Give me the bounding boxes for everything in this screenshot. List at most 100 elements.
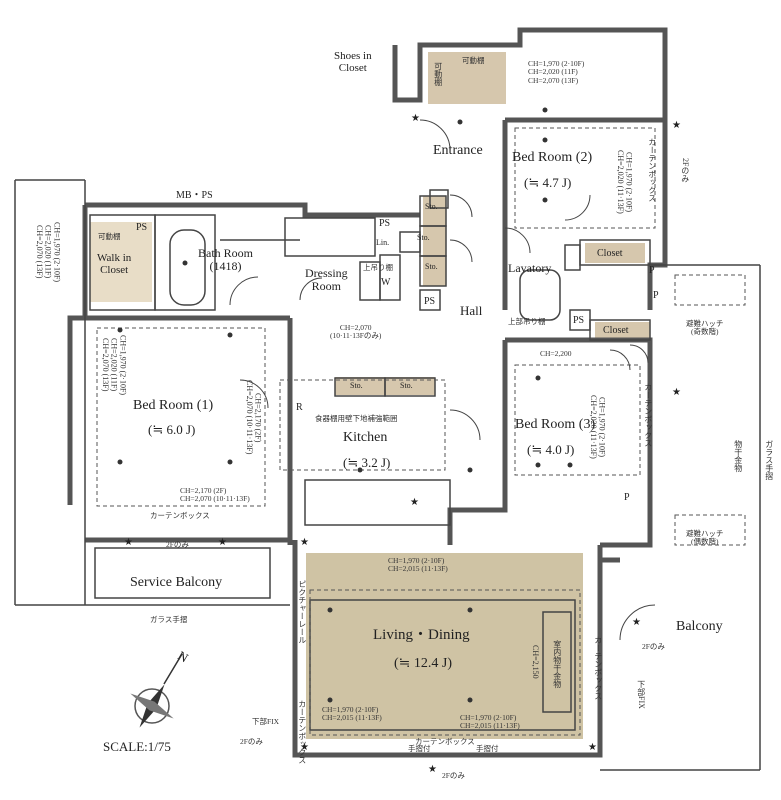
ch-living-bottom-right: CH=1,970 (2·10F) CH=2,015 (11·13F) xyxy=(460,713,520,731)
curtain-box-5: カーテンボックス xyxy=(415,737,475,746)
clothes-hanger: 物干金物 xyxy=(733,440,743,472)
picture-rail: ピクチャーレール xyxy=(297,580,307,644)
dressing-label: Dressing Room xyxy=(305,266,348,294)
shoes-closet-label: Shoes in Closet xyxy=(334,50,372,75)
movable-shelf-1: 可動棚 xyxy=(462,56,485,65)
handrail-2: 手摺付 xyxy=(476,744,499,753)
closet-label-1: Closet xyxy=(597,248,623,259)
closet-label-2: Closet xyxy=(603,325,629,336)
svg-text:★: ★ xyxy=(672,120,681,131)
only-2f-4: 2Fのみ xyxy=(442,771,465,780)
shoes-closet-fill xyxy=(428,52,506,104)
lower-fix-2: 下部FIX xyxy=(636,680,646,709)
sto-label-2: Sto. xyxy=(417,233,430,242)
closet2-fill xyxy=(595,322,650,340)
svg-text:★: ★ xyxy=(428,764,437,775)
ch-bed1-vertical: CH=1,970 (2·10F) CH=2,020 (11F) CH=2,070… xyxy=(100,335,128,396)
interior-lines xyxy=(14,179,761,771)
lavatory-label: Lavatory xyxy=(508,261,552,275)
svg-text:★: ★ xyxy=(124,537,133,548)
curtain-box-3: カーテンボックス xyxy=(643,383,653,447)
only-2f-2: 2Fのみ xyxy=(680,158,690,183)
only-2f-3: 2Fのみ xyxy=(642,642,665,651)
living-area: (≒ 12.4 J) xyxy=(394,656,453,671)
r-label: R xyxy=(296,402,303,413)
p-label-1: P xyxy=(649,265,655,276)
glass-rail-1: ガラス手摺 xyxy=(150,615,188,624)
walkin-fill xyxy=(90,222,152,302)
living-dining-floor xyxy=(306,553,583,739)
bed1-area: (≒ 6.0 J) xyxy=(148,422,196,437)
bed3-label: Bed Room (3) xyxy=(515,417,596,432)
walls xyxy=(67,27,668,758)
kitchen-area: (≒ 3.2 J) xyxy=(343,455,391,470)
curtain-box-4: カーテンボックス xyxy=(593,636,603,700)
svg-text:★: ★ xyxy=(632,617,641,628)
ch-kitchen-vertical: CH=2,170 (2F) CH=2,070 (10·11·13F) xyxy=(244,380,263,455)
ch-bed2: CH=1,970 (2·10F) CH=2,020 (11F) CH=2,070… xyxy=(528,59,585,85)
ch-bed2-vertical: CH=1,970 (2·10F) CH=2,020 (11·13F) xyxy=(615,150,634,214)
curtain-box-2: カーテンボックス xyxy=(647,138,657,202)
upper-shelf-2: 上部吊り棚 xyxy=(508,317,546,326)
sto-label-3: Sto. xyxy=(425,262,438,271)
svg-text:★: ★ xyxy=(411,113,420,124)
sto-column-fill xyxy=(423,196,446,286)
ps-label-4: PS xyxy=(573,315,585,326)
living-label: Living・Dining xyxy=(373,627,470,643)
bed2-label: Bed Room (2) xyxy=(512,150,593,165)
curtain-box-6: カーテンボックス xyxy=(297,700,307,764)
evac-hatch-odd: 避難ハッチ (奇数階) xyxy=(686,319,724,337)
handrail-1: 手摺付 xyxy=(408,744,431,753)
door-swings xyxy=(229,119,656,641)
ps-label-2: PS xyxy=(379,218,391,229)
p-label-3: P xyxy=(624,492,630,503)
light-markers xyxy=(117,107,573,703)
ch-living-vertical: CH=2,150 xyxy=(530,645,540,679)
svg-text:★: ★ xyxy=(588,742,597,753)
kitchen-note: 食器棚用壁下地補強範囲 xyxy=(315,414,398,423)
sto-label-4: Sto. xyxy=(350,381,363,390)
lin-label: Lin. xyxy=(376,238,390,247)
curtain-box-1: カーテンボックス xyxy=(150,511,210,520)
hall-label: Hall xyxy=(460,303,483,318)
bed2-area: (≒ 4.7 J) xyxy=(524,175,572,190)
ch-bed1-bottom: CH=2,170 (2F) CH=2,070 (10·11·13F) xyxy=(180,486,250,504)
glass-rail-2: ガラス手摺 xyxy=(764,440,774,480)
ps-label-1: PS xyxy=(136,222,148,233)
mbps-label: MB・PS xyxy=(176,190,213,201)
sto-label-1: Sto. xyxy=(425,202,438,211)
ch-2200: CH=2,200 xyxy=(540,349,572,358)
bed1-label: Bed Room (1) xyxy=(133,398,214,413)
p-label-2: P xyxy=(653,290,659,301)
service-balcony-label: Service Balcony xyxy=(130,575,223,590)
only-2f-5: 2Fのみ xyxy=(240,737,263,746)
star-markers: ★★★ ★★★ ★★★ ★★ xyxy=(124,113,681,775)
walkin-label: Walk in Closet xyxy=(97,252,132,277)
svg-text:★: ★ xyxy=(218,537,227,548)
upper-shelf-1: 上吊り棚 xyxy=(363,263,393,272)
only-2f-1: 2Fのみ xyxy=(166,540,189,549)
w-label: W xyxy=(381,277,391,288)
indoor-clothes-hanger: 室内物干金物 xyxy=(552,640,562,688)
kitchen-label: Kitchen xyxy=(343,430,388,445)
bath-label: Bath Room (1418) xyxy=(198,246,254,274)
movable-shelf-2: 可動棚 xyxy=(433,62,443,86)
ch-dressing: CH=2,070 (10·11·13Fのみ) xyxy=(330,323,382,341)
ps-label-3: PS xyxy=(424,296,436,307)
ch-bed3-vertical: CH=1,970 (2·10F) CH=2,020 (11·13F) xyxy=(588,395,607,459)
closet1-fill xyxy=(585,243,645,263)
bed3-area: (≒ 4.0 J) xyxy=(527,442,575,457)
evac-hatch-even: 避難ハッチ (偶数階) xyxy=(686,529,724,547)
ch-living-top: CH=1,970 (2·10F) CH=2,015 (11·13F) xyxy=(388,556,448,574)
ch-living-bottom-left: CH=1,970 (2·10F) CH=2,015 (11·13F) xyxy=(322,705,382,723)
scale-label: SCALE:1/75 xyxy=(103,739,171,754)
svg-text:★: ★ xyxy=(410,497,419,508)
movable-shelf-3: 可動棚 xyxy=(98,232,121,241)
balcony-label: Balcony xyxy=(676,619,723,634)
compass-rose xyxy=(130,653,183,728)
ch-walkin: CH=1,970 (2·10F) CH=2,020 (11F) CH=2,070… xyxy=(34,222,62,283)
svg-text:★: ★ xyxy=(300,742,309,753)
lower-fix-1: 下部FIX xyxy=(252,717,280,726)
svg-text:★: ★ xyxy=(300,537,309,548)
